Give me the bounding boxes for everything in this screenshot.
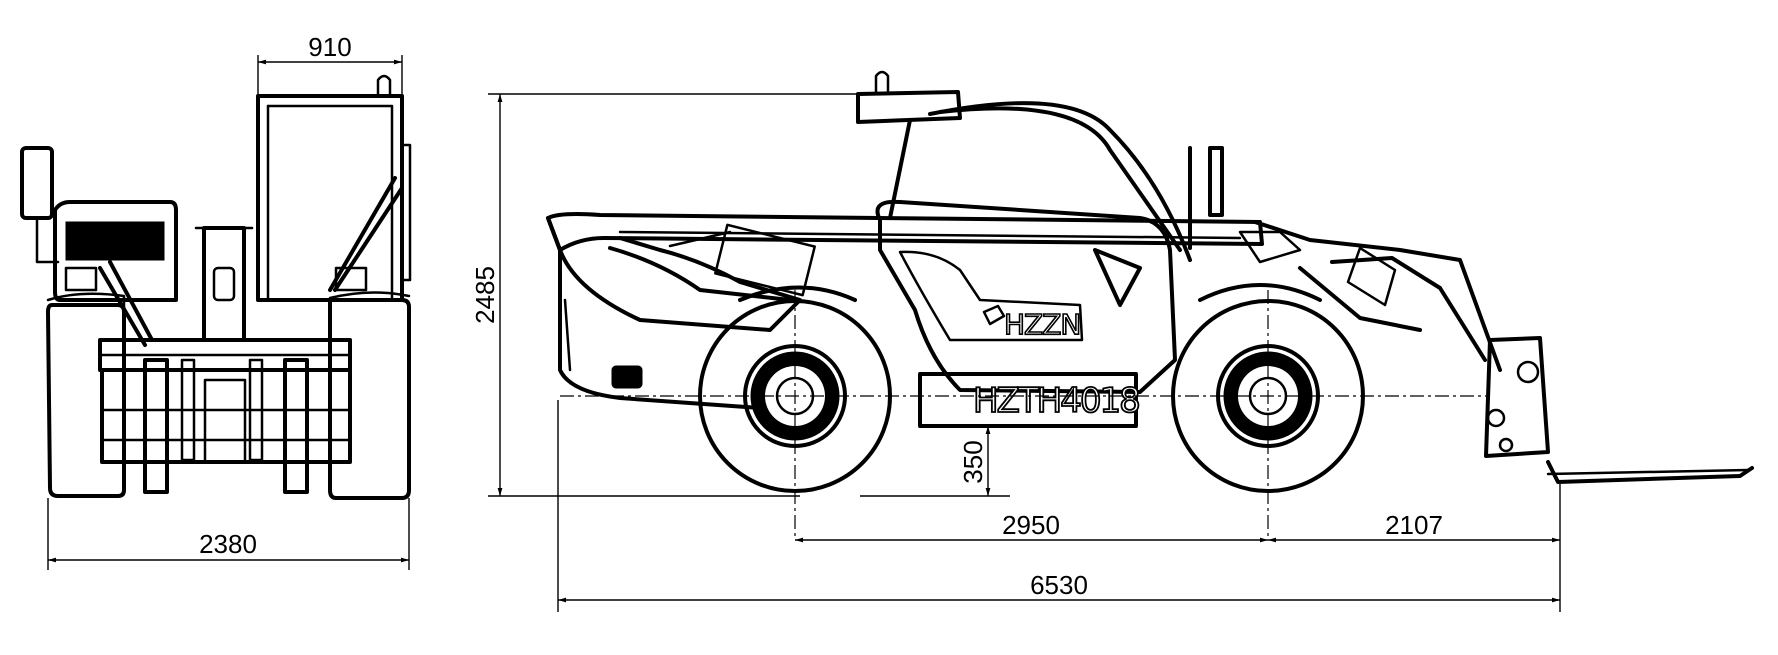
dim-front-overhang: 2107 (1385, 510, 1443, 540)
dim-wheelbase: 2950 (1002, 510, 1060, 540)
dim-overall-width: 2380 (199, 529, 257, 559)
dim-cab-width: 910 (308, 32, 351, 62)
model-label: HZTH4018 (973, 381, 1139, 421)
front-view (20, 74, 412, 500)
dim-overall-length: 6530 (1030, 570, 1088, 600)
dim-ground-clearance: 350 (958, 440, 988, 483)
side-dimensions: 2485 350 2950 2107 6530 (470, 93, 1561, 612)
brand-logo-text: HZZN (1004, 308, 1080, 341)
side-view: HZZN HZTH4018 (546, 70, 1754, 540)
front-dimensions: 910 2380 (47, 32, 410, 570)
dim-overall-height: 2485 (470, 266, 500, 324)
